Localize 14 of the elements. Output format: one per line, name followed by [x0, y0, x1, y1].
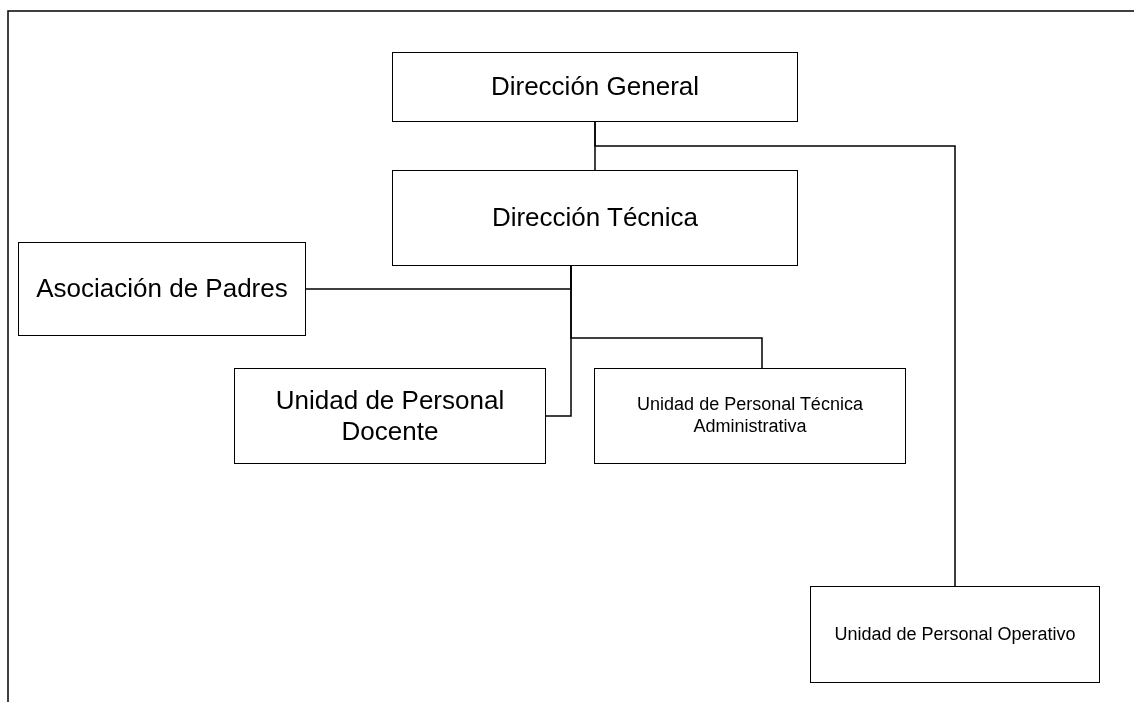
unit-name: Asociación de Padres: [36, 273, 288, 305]
org-unit-box: [810, 586, 1100, 683]
org-unit-box: [234, 368, 546, 464]
unit-name: Unidad de Personal Operativo: [834, 623, 1076, 646]
unit-name: Dirección Técnica: [491, 202, 699, 234]
connector-line: [594, 121, 956, 587]
org-unit-box: [18, 242, 306, 336]
org-unit-box: [594, 368, 906, 464]
org-unit-box: [392, 170, 798, 266]
unit-name: Unidad de Personal Técnica Administrativa: [636, 394, 864, 438]
unit-name: Dirección General: [490, 71, 700, 103]
unit-name: Unidad de Personal Docente: [274, 384, 506, 448]
org-unit-box: [392, 52, 798, 122]
connector-line: [570, 265, 763, 369]
